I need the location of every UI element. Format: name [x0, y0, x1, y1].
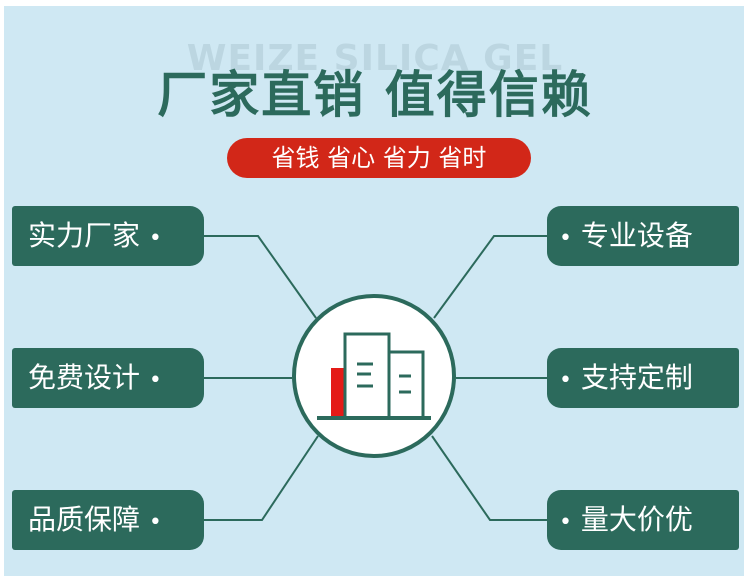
headline: 厂家直销 值得信赖 [157, 66, 593, 124]
feature-label: 品质保障 [28, 503, 141, 536]
feature-label: 实力厂家 [28, 219, 141, 252]
feature-box-right-2: • 支持定制 [547, 348, 739, 408]
feature-label: 免费设计 [28, 361, 141, 394]
slogan-pill: 省钱 省心 省力 省时 [227, 138, 531, 178]
feature-label: 量大价优 [580, 503, 693, 536]
bullet-dot: • [559, 368, 572, 393]
feature-label: 专业设备 [580, 219, 693, 252]
bullet-dot: • [148, 226, 162, 251]
factory-building-icon [317, 332, 431, 420]
feature-box-left-2: 免费设计 • [12, 348, 204, 408]
feature-box-left-3: 品质保障 • [12, 490, 204, 550]
feature-box-right-1: • 专业设备 [547, 206, 739, 266]
bullet-dot: • [559, 510, 572, 535]
feature-label: 支持定制 [580, 361, 693, 394]
feature-box-right-3: • 量大价优 [547, 490, 739, 550]
banner-panel [4, 6, 744, 576]
brand-watermark: WEIZE SILICA GEL [186, 38, 564, 79]
bullet-dot: • [148, 368, 162, 393]
bullet-dot: • [148, 510, 162, 535]
bullet-dot: • [559, 226, 572, 251]
center-circle [292, 294, 456, 458]
feature-box-left-1: 实力厂家 • [12, 206, 204, 266]
